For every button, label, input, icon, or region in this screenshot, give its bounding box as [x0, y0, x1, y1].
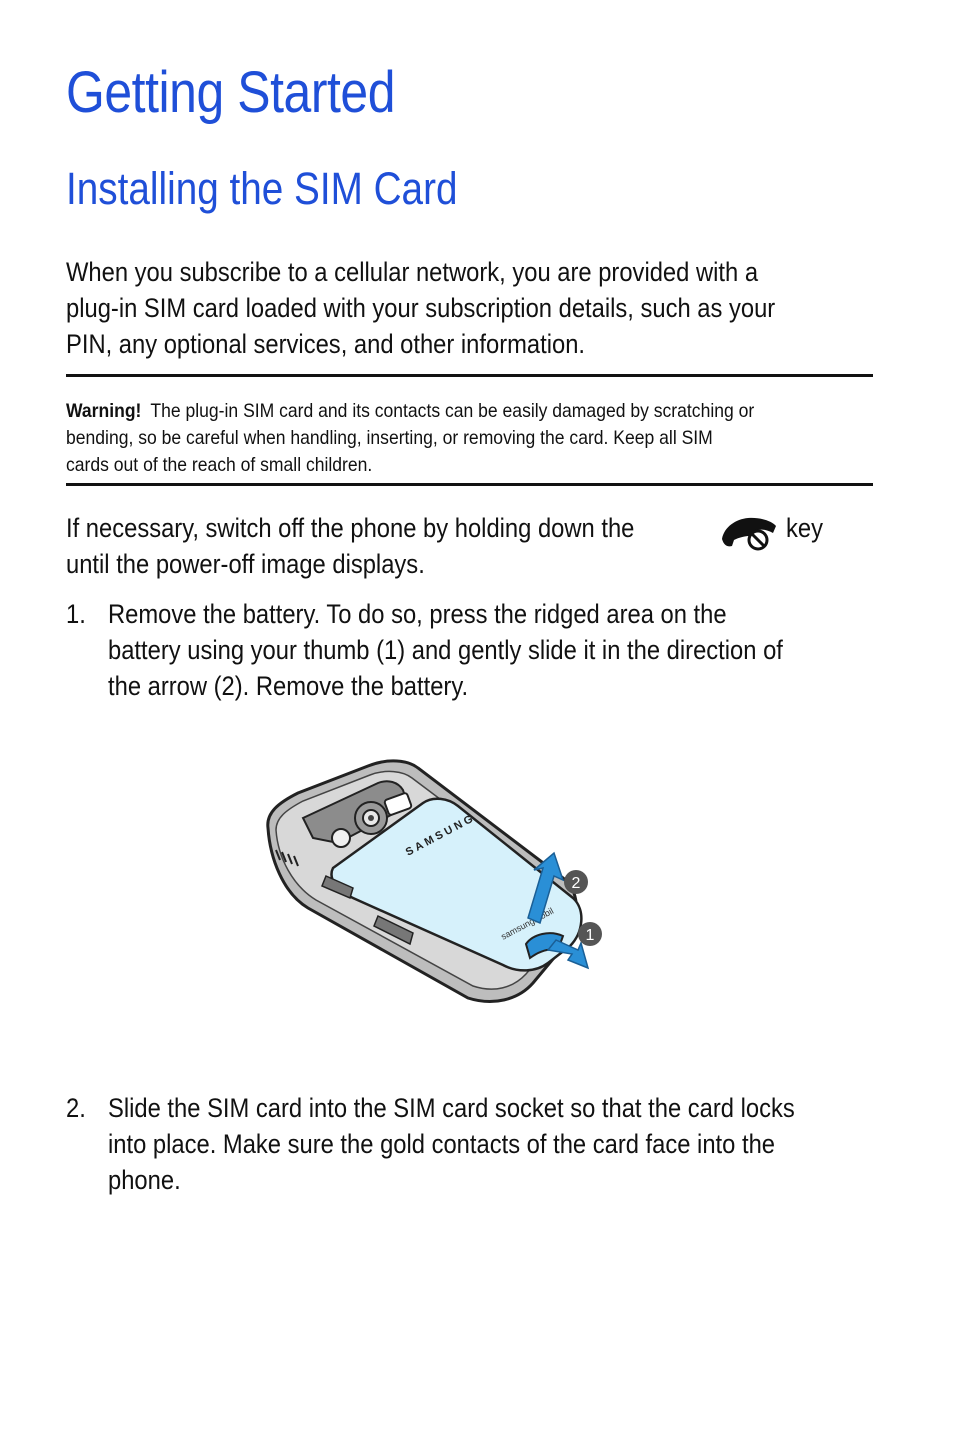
power-off-line: until the power-off image displays. [66, 549, 425, 579]
step-line: Remove the battery. To do so, press the … [108, 599, 727, 629]
callout-2-badge [564, 870, 588, 894]
warning-line: cards out of the reach of small children… [66, 454, 373, 476]
warning-label: Warning! [66, 400, 142, 422]
step-line: Slide the SIM card into the SIM card soc… [108, 1093, 795, 1123]
step-line: into place. Make sure the gold contacts … [108, 1129, 775, 1159]
callout-1-badge [578, 922, 602, 946]
battery-removal-illustration: SAMSUNG samsungmobil 2 1 [266, 759, 602, 1003]
end-call-power-key-icon [722, 517, 776, 551]
step-line: phone. [108, 1165, 181, 1195]
warning-top-rule [66, 374, 873, 377]
section-title: Installing the SIM Card [66, 163, 458, 214]
step-number: 1. [66, 599, 86, 629]
intro-line: When you subscribe to a cellular network… [66, 257, 759, 287]
step-line: battery using your thumb (1) and gently … [108, 635, 783, 665]
page-title: Getting Started [66, 60, 396, 125]
intro-line: PIN, any optional services, and other in… [66, 329, 586, 359]
warning-bottom-rule [66, 483, 873, 486]
slide-arrow-icon [527, 851, 565, 925]
callout-1-label: 1 [586, 927, 595, 944]
power-off-line: If necessary, switch off the phone by ho… [66, 513, 635, 543]
power-off-key-word: key [786, 513, 823, 543]
warning-line: bending, so be careful when handling, in… [66, 427, 713, 449]
step-line: the arrow (2). Remove the battery. [108, 671, 469, 701]
step-number: 2. [66, 1093, 86, 1123]
warning-line: The plug-in SIM card and its contacts ca… [150, 400, 755, 422]
intro-line: plug-in SIM card loaded with your subscr… [66, 293, 776, 323]
press-arrow-icon [546, 939, 590, 970]
callout-2-label: 2 [572, 875, 581, 892]
